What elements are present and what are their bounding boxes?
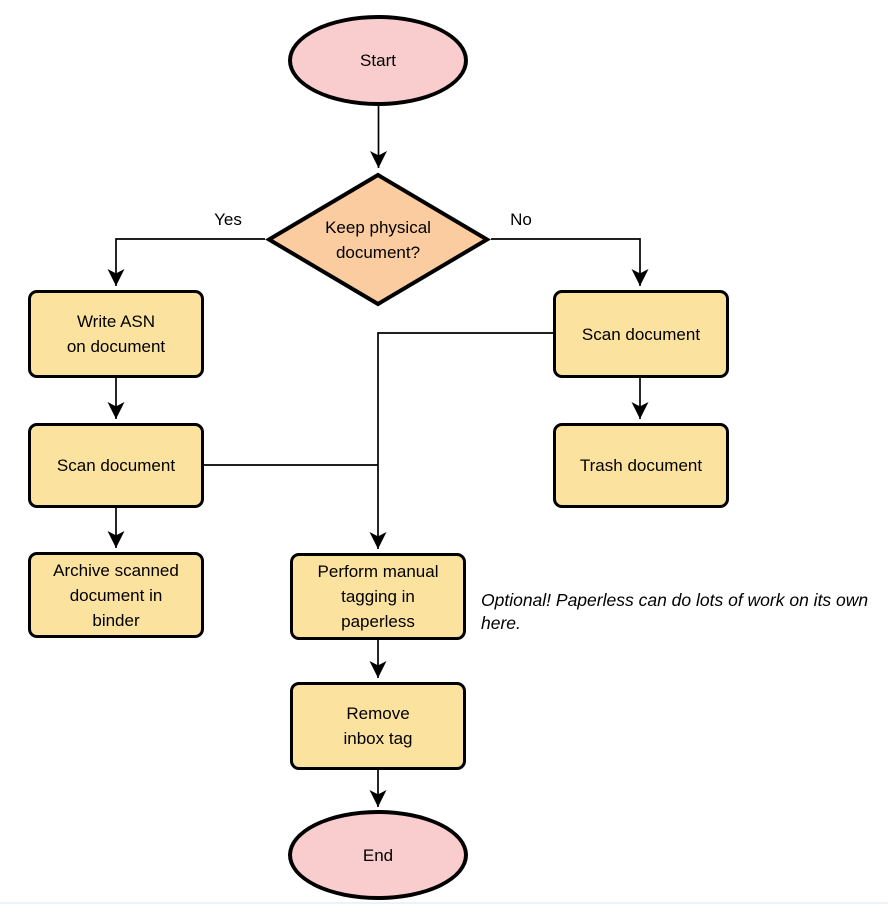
node-decision-label: Keep physical document? xyxy=(325,217,431,262)
node-scan-document-left-label: Scan document xyxy=(56,456,176,475)
node-write-asn-label: Write ASN on document xyxy=(66,312,166,356)
edge-label-no: No xyxy=(510,210,532,229)
node-end: End xyxy=(288,810,468,900)
edge-decision-writeasn xyxy=(107,238,265,286)
node-decision: Keep physical document? xyxy=(265,172,491,307)
node-trash-document-label: Trash document xyxy=(579,456,703,475)
edge-decision-scanright xyxy=(491,238,649,286)
node-manual-tagging-label: Perform manual tagging in paperless xyxy=(317,562,439,631)
node-archive-binder-label: Archive scanned document in binder xyxy=(53,560,179,630)
edge-label-yes: Yes xyxy=(214,210,242,229)
node-manual-tagging: Perform manual tagging in paperless xyxy=(290,553,466,640)
node-scan-document-left: Scan document xyxy=(28,423,204,508)
node-write-asn: Write ASN on document xyxy=(28,290,204,378)
node-start: Start xyxy=(288,15,468,106)
node-scan-document-right-label: Scan document xyxy=(581,324,701,344)
node-end-label: End xyxy=(362,845,394,865)
node-remove-inbox-tag: Remove inbox tag xyxy=(290,682,466,770)
edge-scanright-tagging xyxy=(369,332,553,549)
node-remove-inbox-tag-label: Remove inbox tag xyxy=(343,704,413,748)
node-archive-binder: Archive scanned document in binder xyxy=(28,552,204,638)
node-trash-document: Trash document xyxy=(553,423,729,508)
bottom-divider xyxy=(0,902,888,904)
decision-diamond-shape xyxy=(265,172,491,307)
annotation-optional-note: Optional! Paperless can do lots of work … xyxy=(481,590,869,633)
node-start-label: Start xyxy=(360,51,396,70)
node-scan-document-right: Scan document xyxy=(553,290,729,378)
